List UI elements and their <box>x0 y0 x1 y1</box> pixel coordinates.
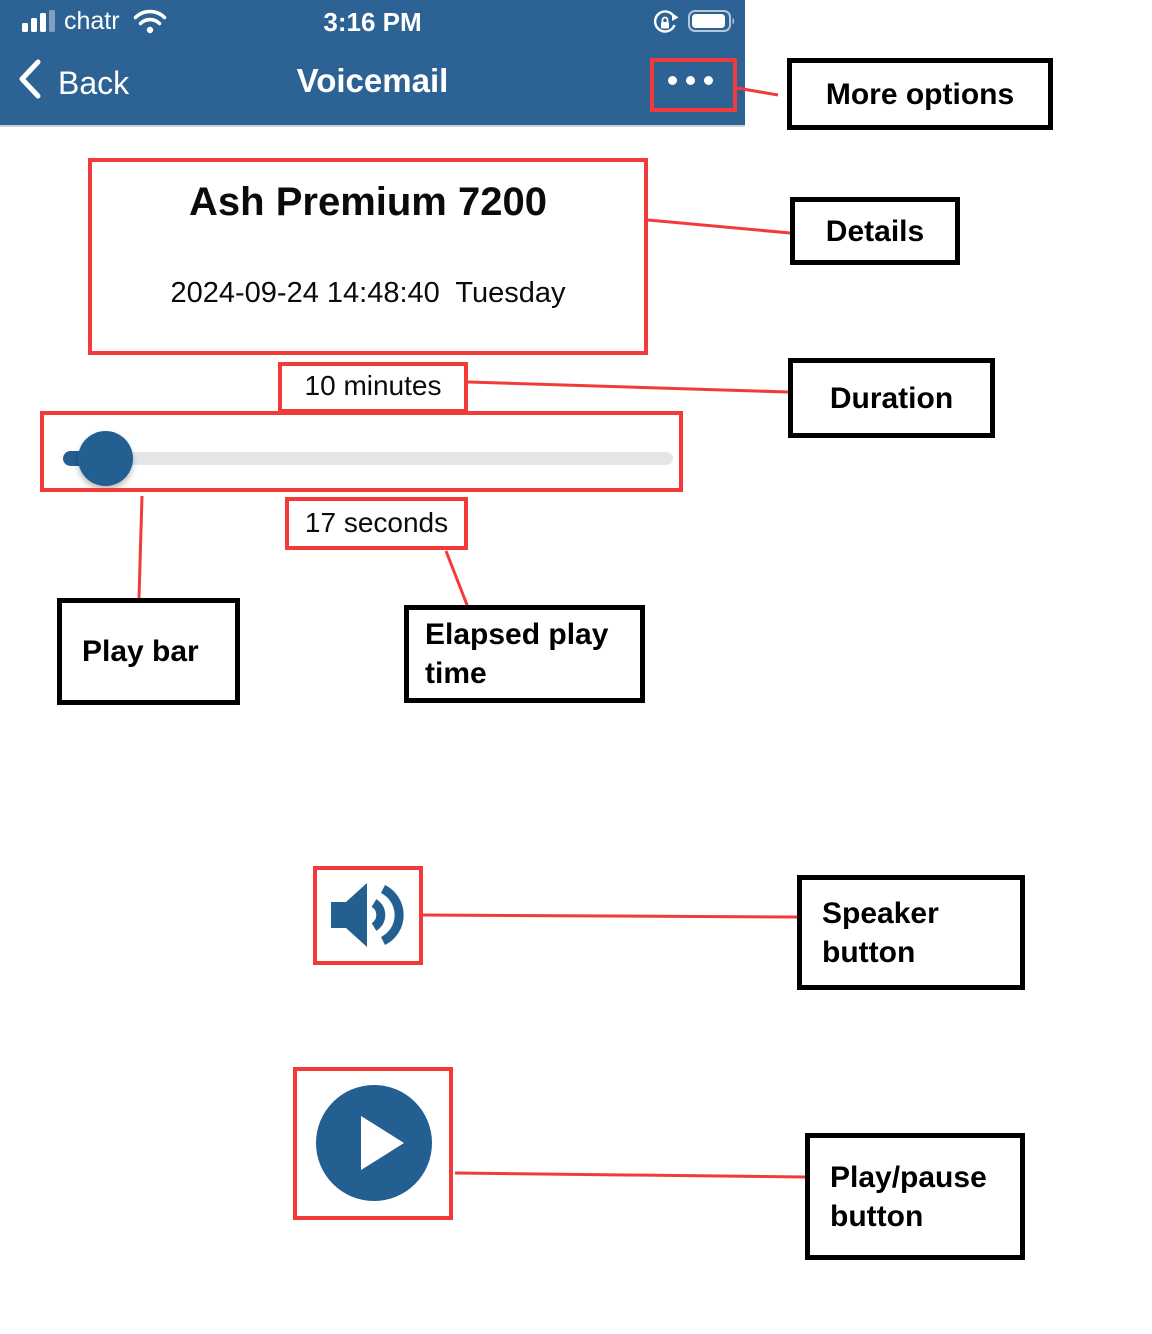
annotation-label-elapsed-play-time: Elapsed play time <box>404 605 645 703</box>
speaker-button[interactable] <box>331 880 405 955</box>
highlight-box-duration <box>278 362 468 413</box>
page-title: Voicemail <box>296 62 449 99</box>
carrier-label: chatr <box>64 7 120 35</box>
highlight-box-details <box>88 158 648 355</box>
voicemail-caller-name: Ash Premium 7200 <box>189 180 547 224</box>
slider-track[interactable] <box>63 452 673 465</box>
voicemail-datetime: 2024-09-24 14:48:40 Tuesday <box>170 277 566 309</box>
highlight-box-more-options <box>650 58 737 112</box>
play-triangle-icon <box>314 1085 434 1207</box>
highlight-box-elapsed <box>285 497 468 550</box>
play-bar-slider[interactable] <box>40 411 683 491</box>
wifi-icon <box>133 9 167 39</box>
voicemail-duration-text: 10 minutes <box>304 370 442 401</box>
speaker-volume-icon <box>331 883 405 954</box>
annotation-label-details: Details <box>790 197 960 265</box>
nav-bar: Back Voicemail <box>0 44 745 127</box>
voicemail-elapsed-text: 17 seconds <box>304 507 449 538</box>
ellipsis-icon <box>668 76 677 85</box>
back-button[interactable]: Back <box>18 58 129 108</box>
highlight-box-speaker <box>313 866 423 965</box>
highlight-box-play-bar <box>40 411 683 492</box>
annotation-label-more-options: More options <box>787 58 1053 130</box>
battery-icon <box>688 9 738 39</box>
slider-thumb[interactable] <box>78 431 133 486</box>
annotation-label-play-bar: Play bar <box>57 598 240 705</box>
app-header: chatr 3:16 PM <box>0 0 745 127</box>
clock-label: 3:16 PM <box>323 7 422 37</box>
annotation-label-duration: Duration <box>788 358 995 438</box>
rotation-lock-icon <box>651 9 679 42</box>
annotation-label-speaker-button: Speaker button <box>797 875 1025 990</box>
annotation-label-play-pause-button: Play/pause button <box>805 1133 1025 1260</box>
cellular-signal-icon <box>22 10 56 32</box>
chevron-left-icon <box>18 58 42 108</box>
play-pause-button[interactable] <box>314 1083 434 1208</box>
more-options-button[interactable] <box>668 76 713 85</box>
highlight-box-play-pause <box>293 1067 453 1220</box>
status-bar: chatr 3:16 PM <box>0 0 745 44</box>
back-label: Back <box>58 64 130 101</box>
